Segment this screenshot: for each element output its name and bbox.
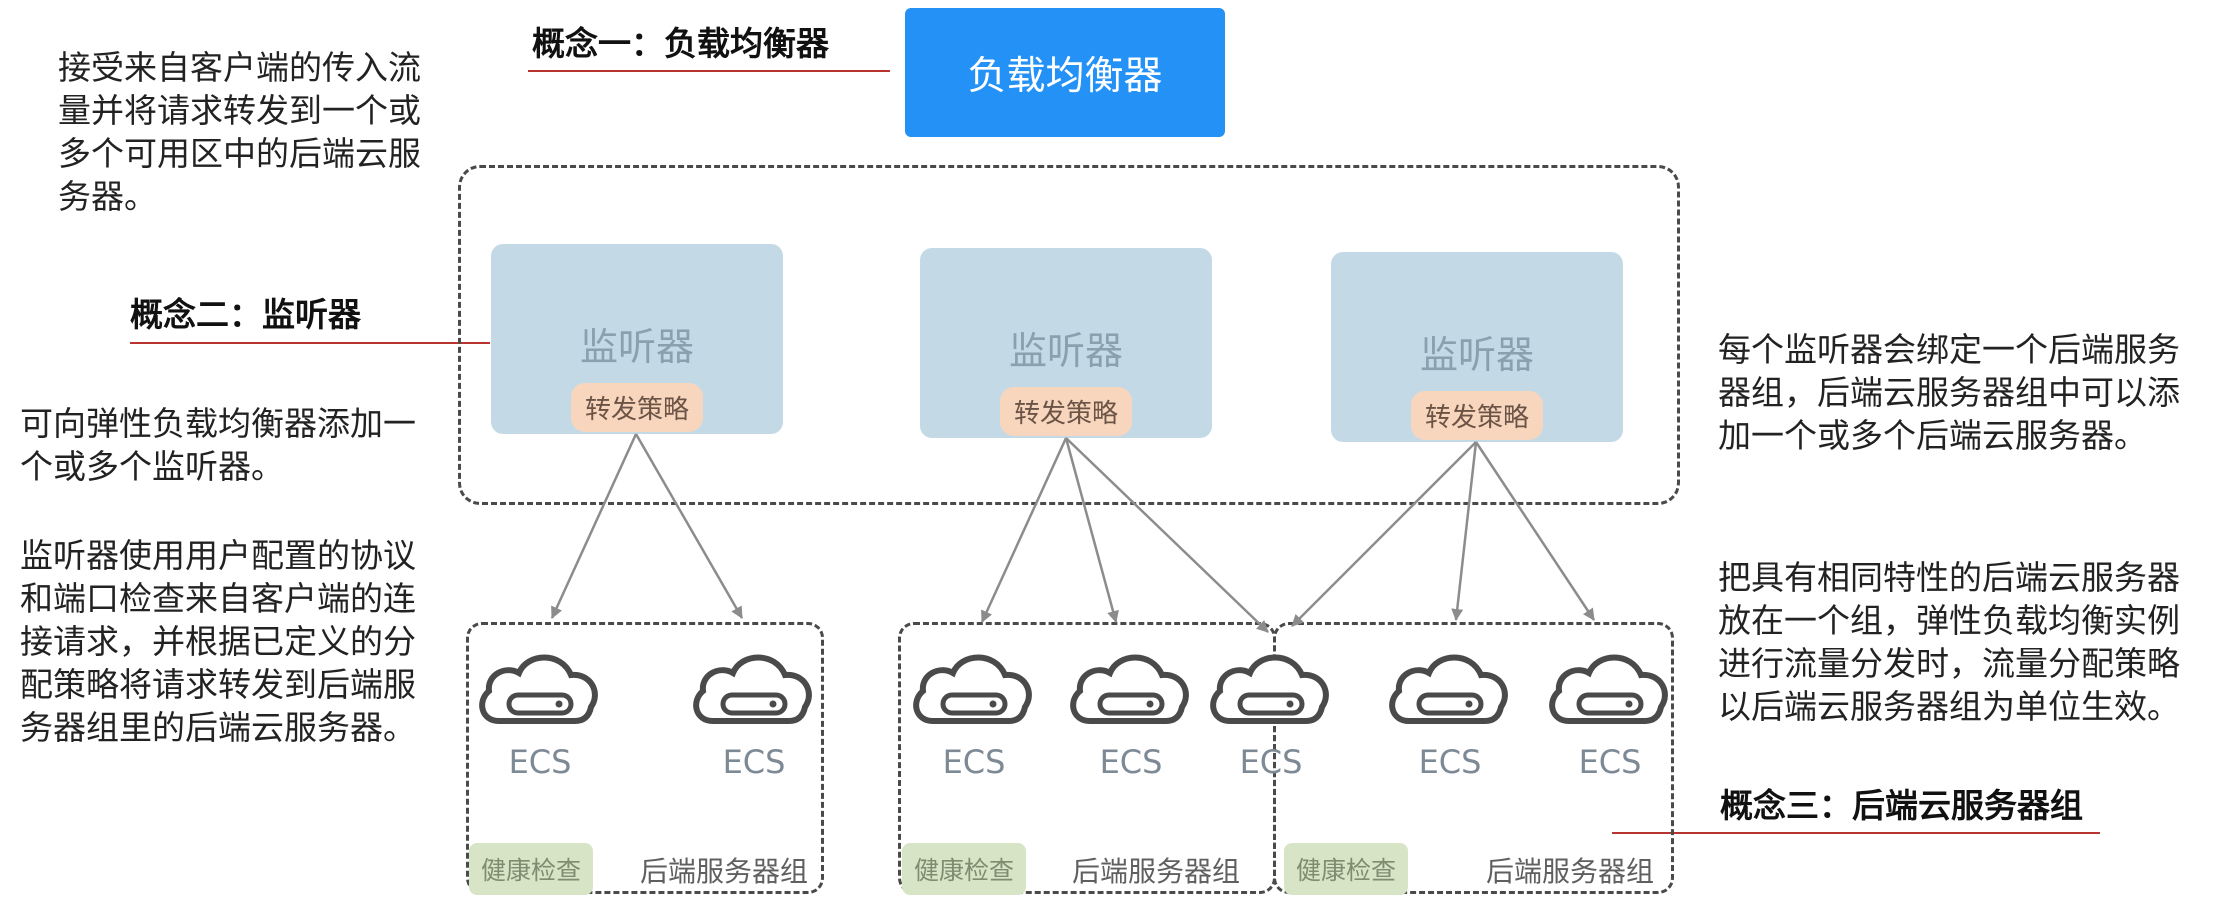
- backend-group-label: 后端服务器组: [1072, 855, 1241, 888]
- note-group-bind: 每个监听器会绑定一个后端服务器组，后端云服务器组中可以添加一个或多个后端云服务器…: [1718, 330, 2180, 455]
- listener-title: 监听器: [579, 325, 694, 369]
- ecs-node: ECS: [689, 643, 819, 781]
- ecs-node: ECS: [1206, 643, 1336, 781]
- note-load-balancer: 接受来自客户端的传入流量并将请求转发到一个或多个可用区中的后端云服务器。: [58, 48, 421, 216]
- ecs-node: ECS: [1066, 643, 1196, 781]
- concept-one-title: 概念一：负载均衡器: [532, 24, 829, 63]
- arrow-listener2-ecs5: [1065, 437, 1269, 633]
- listener-box: 监听器 转发策略: [920, 248, 1212, 438]
- cloud-server-icon: [479, 654, 598, 724]
- cloud-server-icon: [1549, 654, 1668, 724]
- backend-group-label: 后端服务器组: [1486, 855, 1655, 888]
- backend-group-label: 后端服务器组: [640, 855, 809, 888]
- arrow-listener3-ecs5: [1291, 441, 1477, 627]
- note-listener-add: 可向弹性负载均衡器添加一个或多个监听器。: [20, 404, 416, 486]
- load-balancer-box: 负载均衡器: [905, 8, 1225, 137]
- arrow-listener3-ecs6: [1451, 441, 1478, 621]
- ecs-label: ECS: [508, 743, 572, 781]
- backend-server-group: [466, 622, 824, 894]
- backend-server-group: [1273, 622, 1674, 894]
- ecs-label: ECS: [1239, 743, 1303, 781]
- load-balancer-label: 负载均衡器: [967, 53, 1163, 99]
- health-check-badge: 健康检查: [1284, 843, 1409, 895]
- forwarding-policy-badge: 转发策略: [570, 383, 704, 432]
- listener-title: 监听器: [1008, 329, 1123, 373]
- ecs-node: ECS: [475, 643, 605, 781]
- concept-two-title: 概念二：监听器: [130, 295, 361, 334]
- forwarding-policy-badge: 转发策略: [1410, 391, 1544, 440]
- ecs-label: ECS: [722, 743, 786, 781]
- ecs-label: ECS: [1578, 743, 1642, 781]
- note-listener-detail: 监听器使用用户配置的协议和端口检查来自客户端的连接请求，并根据已定义的分配策略将…: [20, 536, 416, 747]
- listener-box: 监听器 转发策略: [491, 244, 783, 434]
- ecs-label: ECS: [942, 743, 1006, 781]
- ecs-node: ECS: [1545, 643, 1675, 781]
- cloud-server-icon: [1210, 654, 1329, 724]
- cloud-server-icon: [1389, 654, 1508, 724]
- note-group-policy: 把具有相同特性的后端云服务器放在一个组，弹性负载均衡实例进行流量分发时，流量分配…: [1718, 558, 2180, 726]
- concept-one-underline: [528, 70, 890, 72]
- cloud-server-icon: [1070, 654, 1189, 724]
- arrow-listener1-ecs1: [550, 433, 638, 619]
- ecs-label: ECS: [1418, 743, 1482, 781]
- health-check-badge: 健康检查: [902, 843, 1027, 895]
- concept-three-title: 概念三：后端云服务器组: [1720, 786, 2083, 825]
- concept-two-underline: [130, 342, 490, 344]
- arrow-listener3-ecs7: [1474, 441, 1596, 621]
- listener-container: [458, 165, 1680, 505]
- ecs-node: ECS: [1385, 643, 1515, 781]
- arrow-listener2-ecs4: [1064, 437, 1119, 623]
- ecs-label: ECS: [1099, 743, 1163, 781]
- listener-box: 监听器 转发策略: [1331, 252, 1623, 442]
- cloud-server-icon: [693, 654, 812, 724]
- arrow-listener2-ecs3: [980, 437, 1068, 623]
- forwarding-policy-badge: 转发策略: [999, 387, 1133, 436]
- cloud-server-icon: [913, 654, 1032, 724]
- concept-three-underline: [1612, 832, 2100, 834]
- listener-title: 监听器: [1419, 333, 1534, 377]
- ecs-node: ECS: [909, 643, 1039, 781]
- arrow-listener1-ecs2: [634, 433, 744, 619]
- health-check-badge: 健康检查: [469, 843, 594, 895]
